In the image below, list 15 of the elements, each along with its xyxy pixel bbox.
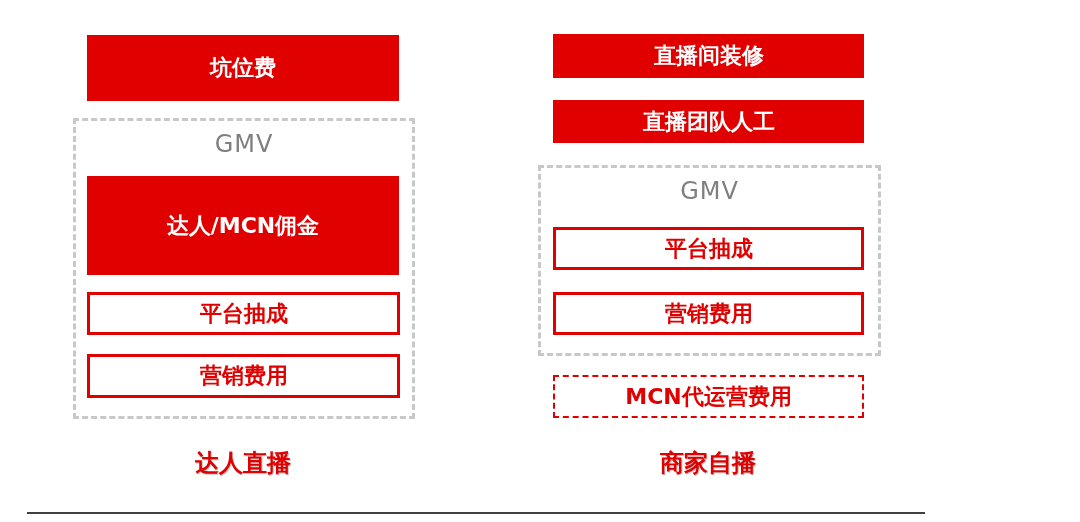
dashed-cost-box: MCN代运营费用: [553, 375, 864, 418]
cost-box: 营销费用: [87, 354, 400, 398]
cost-box: 平台抽成: [553, 227, 864, 270]
gmv-label: GMV: [680, 177, 739, 205]
gmv-group-box: [538, 165, 881, 356]
cost-box: 平台抽成: [87, 292, 400, 335]
cost-block: 坑位费: [87, 35, 399, 101]
gmv-group-box: [73, 118, 415, 419]
cost-box: 营销费用: [553, 292, 864, 335]
cost-block: 直播团队人工: [553, 100, 864, 143]
gmv-label: GMV: [214, 130, 274, 158]
cost-block: 达人/MCN佣金: [87, 176, 399, 275]
column-title: 达人直播: [195, 449, 291, 477]
cost-block: 直播间装修: [553, 34, 864, 78]
column-title: 商家自播: [660, 449, 756, 477]
